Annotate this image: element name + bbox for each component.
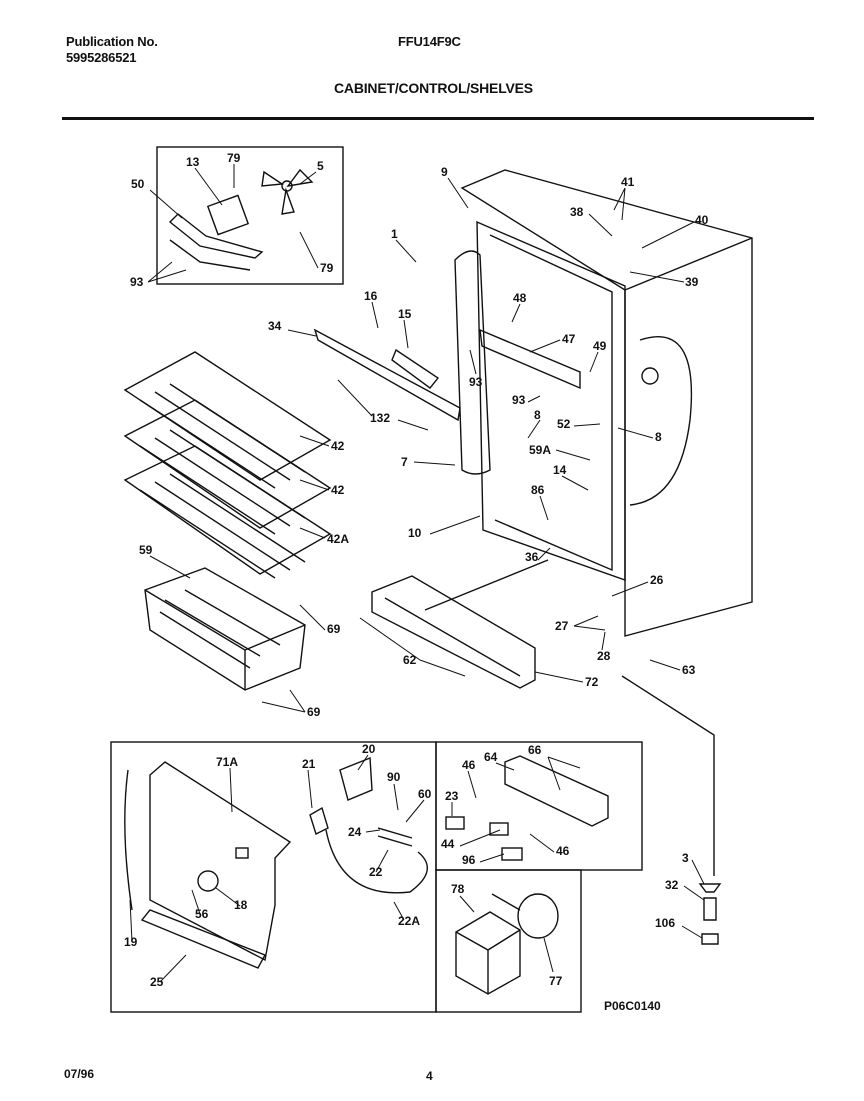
callout-42: 42 <box>331 483 345 497</box>
overload-drawing <box>517 893 559 939</box>
compressor-inset-box <box>435 869 582 1013</box>
callout-21: 21 <box>302 757 316 771</box>
fan-motor-inset-box <box>156 146 344 285</box>
callout-9: 9 <box>441 165 448 179</box>
fan-motor-drawing <box>206 194 250 236</box>
callout-34: 34 <box>268 319 282 333</box>
callout-46: 46 <box>462 758 476 772</box>
callout-42A: 42A <box>327 532 349 546</box>
callout-60: 60 <box>418 787 432 801</box>
callout-64: 64 <box>484 750 498 764</box>
callout-56: 56 <box>195 907 209 921</box>
callout-18: 18 <box>234 898 248 912</box>
switch-housing-drawing <box>504 755 609 827</box>
door-strip-drawing <box>454 250 491 475</box>
callout-1: 1 <box>391 227 398 241</box>
callout-8: 8 <box>655 430 662 444</box>
callout-93: 93 <box>469 375 483 389</box>
wire-shelves-drawing <box>123 351 332 579</box>
callout-15: 15 <box>398 307 412 321</box>
callout-66: 66 <box>528 743 542 757</box>
callout-23: 23 <box>445 789 459 803</box>
callout-25: 25 <box>150 975 164 989</box>
callout-62: 62 <box>403 653 417 667</box>
callout-41: 41 <box>621 175 635 189</box>
callout-72: 72 <box>585 675 599 689</box>
callout-106: 106 <box>655 916 675 930</box>
fan-blade-drawing <box>261 168 314 215</box>
callout-59: 59 <box>139 543 153 557</box>
callout-39: 39 <box>685 275 699 289</box>
basket-drawing <box>144 567 306 691</box>
relay-drawing <box>455 911 521 995</box>
callout-24: 24 <box>348 825 362 839</box>
callout-52: 52 <box>557 417 571 431</box>
callout-8: 8 <box>534 408 541 422</box>
capillary-tube-drawing <box>325 829 428 894</box>
callout-69: 69 <box>327 622 341 636</box>
callout-79: 79 <box>320 261 334 275</box>
callout-77: 77 <box>549 974 563 988</box>
callout-132: 132 <box>370 411 390 425</box>
callout-93: 93 <box>512 393 526 407</box>
callout-47: 47 <box>562 332 576 346</box>
toe-grille-drawing <box>371 575 536 689</box>
callout-13: 13 <box>186 155 200 169</box>
callout-20: 20 <box>362 742 376 756</box>
diagram-code: P06C0140 <box>604 999 661 1013</box>
header-rule <box>62 117 814 120</box>
callout-22: 22 <box>369 865 383 879</box>
callout-10: 10 <box>408 526 422 540</box>
callout-32: 32 <box>665 878 679 892</box>
leader-lines <box>129 164 705 983</box>
callout-49: 49 <box>593 339 607 353</box>
callout-5: 5 <box>317 159 324 173</box>
callout-79: 79 <box>227 151 241 165</box>
callout-69: 69 <box>307 705 321 719</box>
revision-date: 07/96 <box>64 1067 95 1081</box>
control-panel-drawing <box>149 761 292 962</box>
callout-27: 27 <box>555 619 569 633</box>
callout-59A: 59A <box>529 443 551 457</box>
callout-36: 36 <box>525 550 539 564</box>
callout-14: 14 <box>553 463 567 477</box>
side-panel-drawing <box>629 335 693 506</box>
callout-16: 16 <box>364 289 378 303</box>
callout-38: 38 <box>570 205 584 219</box>
callout-44: 44 <box>441 837 455 851</box>
callout-22A: 22A <box>398 914 420 928</box>
shelf-bar-drawing <box>313 328 461 422</box>
publication-number: 5995286521 <box>66 50 137 65</box>
callout-46: 46 <box>556 844 570 858</box>
callout-63: 63 <box>682 663 696 677</box>
section-title: CABINET/CONTROL/SHELVES <box>334 80 533 96</box>
callout-48: 48 <box>513 291 527 305</box>
callout-78: 78 <box>451 882 465 896</box>
part-callouts: 13 79 5 50 93 79 9 1 16 15 34 48 47 49 9… <box>124 151 709 989</box>
callout-96: 96 <box>462 853 476 867</box>
cabinet-outline-drawing <box>460 169 753 637</box>
callout-86: 86 <box>531 483 545 497</box>
callout-71A: 71A <box>216 755 238 769</box>
callout-26: 26 <box>650 573 664 587</box>
model-number: FFU14F9C <box>398 34 461 49</box>
page-number: 4 <box>426 1069 433 1083</box>
callout-7: 7 <box>401 455 408 469</box>
callout-40: 40 <box>695 213 709 227</box>
publication-label: Publication No. <box>66 34 158 49</box>
callout-28: 28 <box>597 649 611 663</box>
leveling-leg-drawing <box>698 883 722 945</box>
callout-93: 93 <box>130 275 144 289</box>
callout-3: 3 <box>682 851 689 865</box>
callout-42: 42 <box>331 439 345 453</box>
callout-90: 90 <box>387 770 401 784</box>
callout-19: 19 <box>124 935 138 949</box>
callout-50: 50 <box>131 177 145 191</box>
